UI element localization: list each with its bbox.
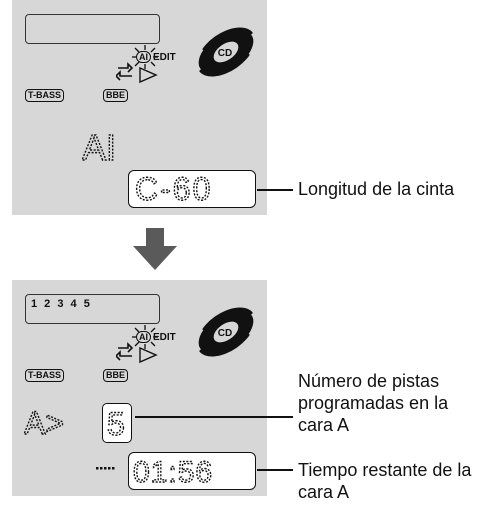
track-count-display: 5	[102, 403, 132, 443]
side-indicator: A>	[24, 404, 65, 440]
svg-text:CD: CD	[218, 328, 232, 339]
tape-length-display: C-60	[128, 170, 256, 208]
ai-sparkle-icon	[132, 45, 158, 69]
tbass-indicator: T-BASS	[25, 89, 65, 102]
edit-label: EDIT	[153, 52, 176, 63]
track-numbers: 1 2 3 4 5	[31, 298, 92, 310]
bbe-indicator: BBE	[103, 369, 129, 382]
ai-badge: AI	[136, 331, 151, 343]
tbass-indicator: T-BASS	[25, 369, 65, 382]
text-display-box	[25, 14, 160, 44]
callout-line	[135, 416, 293, 418]
mode-display: AI	[82, 128, 117, 164]
svg-text:01:56: 01:56	[133, 456, 213, 487]
callout-line	[257, 189, 293, 191]
svg-text:C-60: C-60	[135, 171, 212, 205]
svg-text:5: 5	[107, 406, 125, 442]
cd-disc-icon: CD	[195, 27, 257, 77]
svg-text:CD: CD	[218, 48, 232, 59]
cd-disc-icon: CD	[195, 307, 257, 357]
display-panel-before: AI EDIT CD T-BASS BBE AI C-60	[12, 0, 267, 215]
display-panel-after: 1 2 3 4 5 AI EDIT CD T-BASS BBE A> 5	[12, 280, 267, 496]
callout-line	[257, 469, 293, 471]
time-remaining-display: 01:56	[128, 452, 256, 490]
time-remaining-callout: Tiempo restante de la cara A	[298, 460, 472, 502]
tape-length-callout: Longitud de la cinta	[298, 179, 455, 199]
reverse-play-icon	[116, 62, 158, 84]
text-display-box: 1 2 3 4 5	[25, 294, 160, 324]
track-count-callout: Número de pistas programadas en la cara …	[298, 371, 449, 435]
reverse-play-icon	[116, 342, 158, 364]
ai-badge: AI	[136, 51, 151, 63]
svg-text:A>: A>	[24, 405, 64, 440]
svg-text:AI: AI	[82, 128, 116, 164]
separator-dots	[96, 467, 115, 470]
edit-label: EDIT	[153, 332, 176, 343]
arrow-down-icon	[133, 228, 177, 270]
bbe-indicator: BBE	[103, 89, 129, 102]
ai-sparkle-icon	[132, 325, 158, 349]
